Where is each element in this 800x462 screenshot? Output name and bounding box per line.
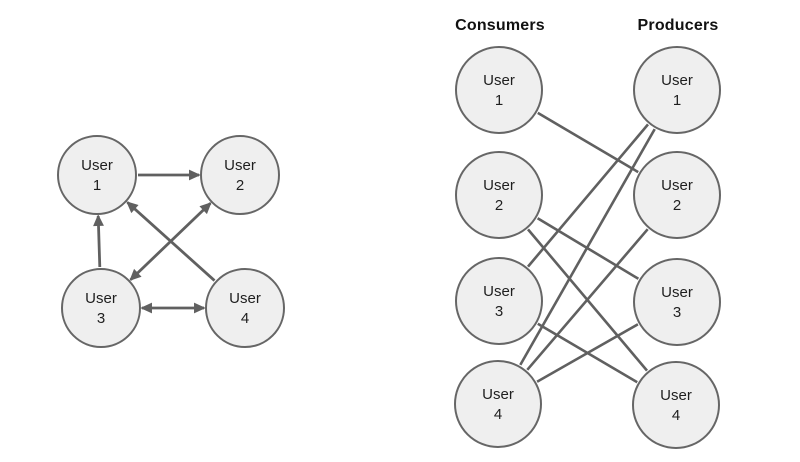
bipartite-edge-c4-p2	[526, 228, 649, 371]
bipartite-edge-c1-p2	[537, 111, 639, 174]
bipartite-edge-c3-p1	[527, 123, 649, 268]
consumers-header: Consumers	[455, 17, 545, 34]
bipartite-node-circle-p2	[633, 151, 721, 239]
bipartite-node-circle-c1	[455, 46, 543, 134]
mesh-node-circle-u3	[61, 268, 141, 348]
bipartite-edge-c4-p1	[519, 128, 656, 366]
mesh-node-circle-u2	[200, 135, 280, 215]
bipartite-edge-c4-p3	[536, 323, 639, 383]
bipartite-node-circle-c4	[454, 360, 542, 448]
bipartite-node-circle-p4	[632, 361, 720, 449]
mesh-node-circle-u4	[205, 268, 285, 348]
producers-header: Producers	[637, 17, 719, 34]
bipartite-node-circle-c3	[455, 257, 543, 345]
mesh-edge-u3-u1	[93, 214, 104, 268]
bipartite-node-circle-p3	[633, 258, 721, 346]
mesh-edge-u3-u2	[129, 202, 212, 281]
bipartite-node-circle-c2	[455, 151, 543, 239]
mesh-node-circle-u1	[57, 135, 137, 215]
bipartite-node-circle-p1	[633, 46, 721, 134]
